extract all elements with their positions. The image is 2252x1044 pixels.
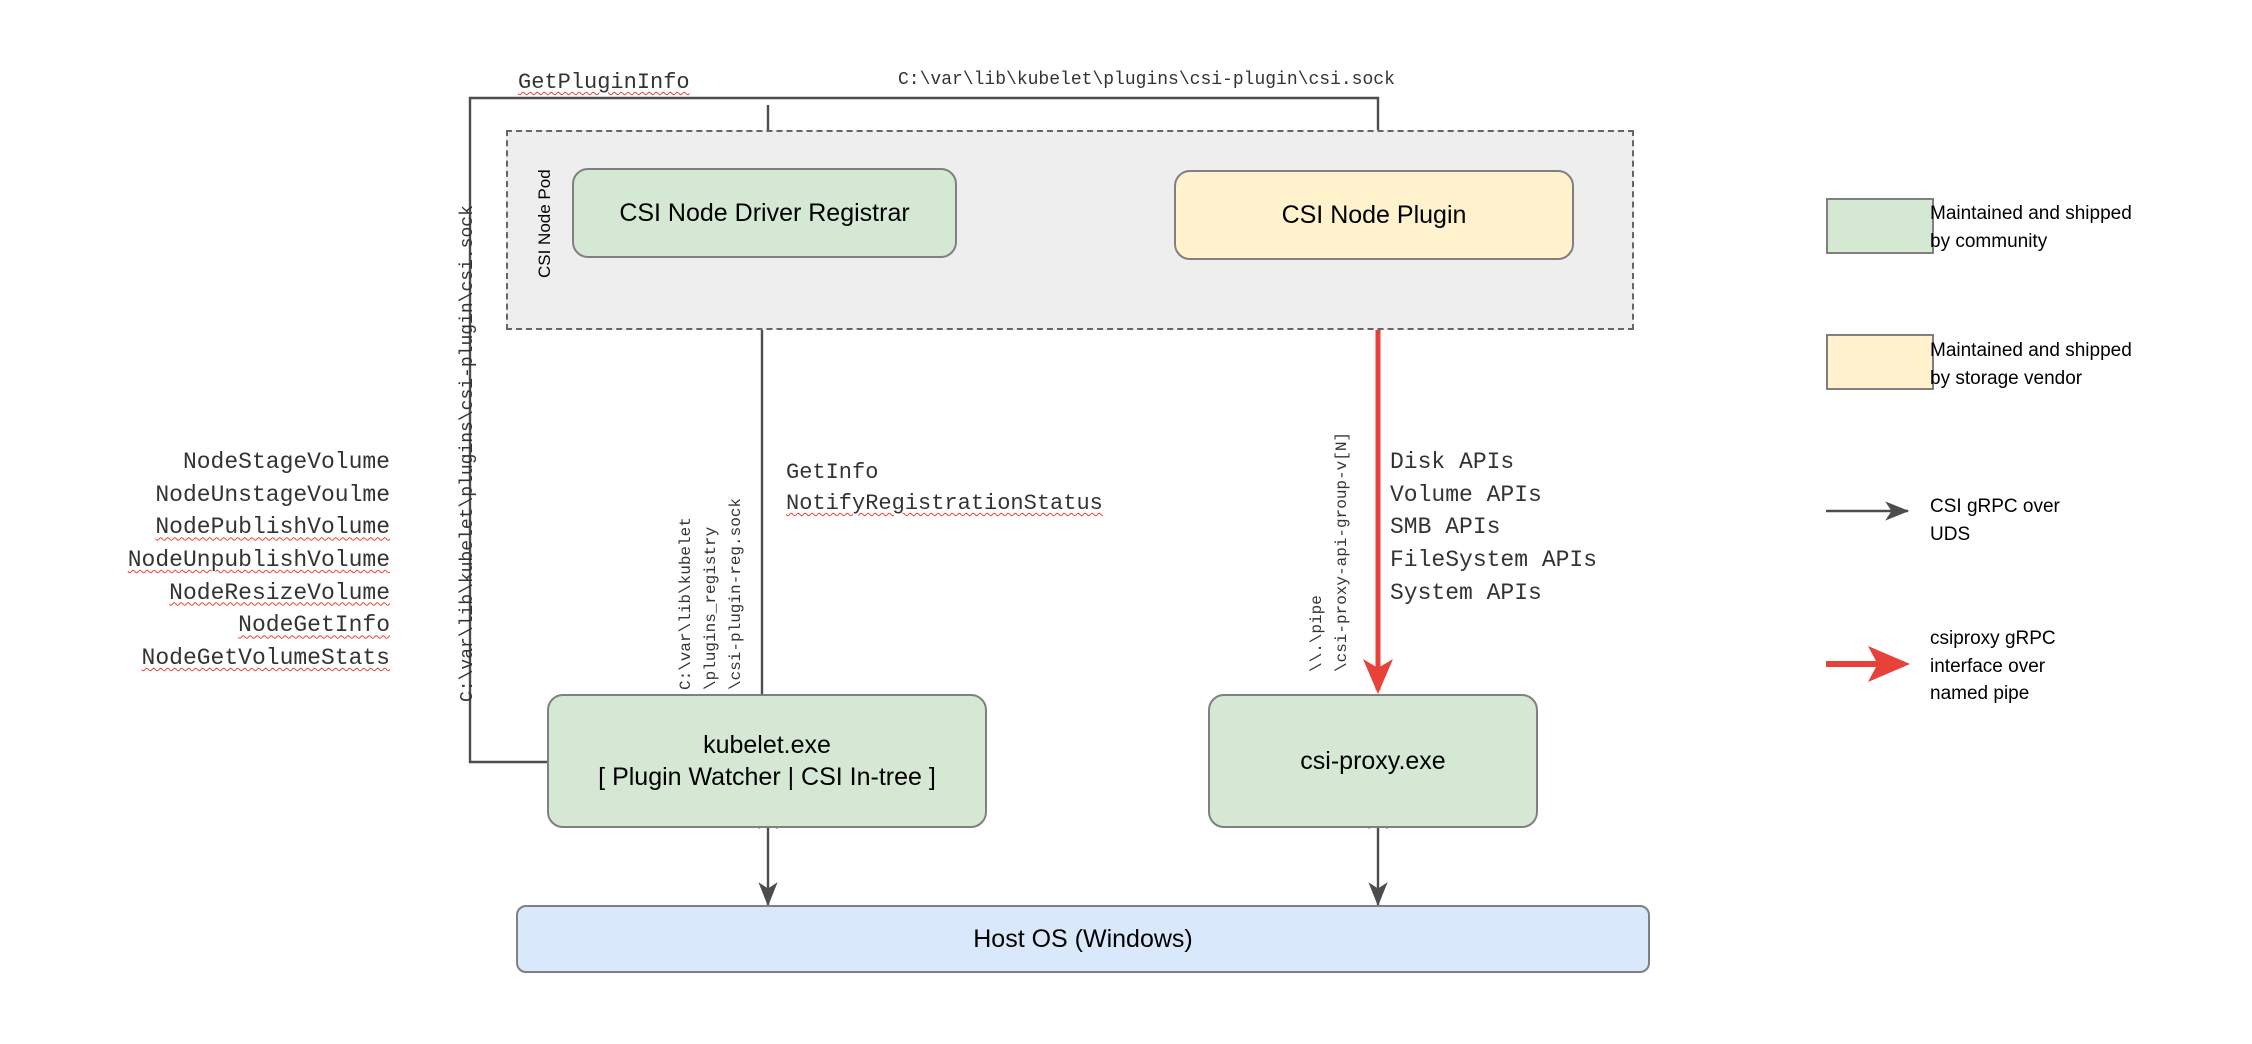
proxy-api-item: SMB APIs xyxy=(1390,514,1501,541)
node-api-label: NodeGetInfo xyxy=(238,612,390,639)
node-api-item: NodeGetVolumeStats xyxy=(100,642,390,675)
node-csi-proxy-exe[interactable]: csi-proxy.exe xyxy=(1208,694,1538,828)
node-api-label: NodeStageVolume xyxy=(182,449,390,475)
node-api-label: NodeUnstageVoulme xyxy=(155,481,390,508)
node-api-label: NodePublishVolume xyxy=(155,514,390,541)
annotation-notify-registration-status-text: NotifyRegistrationStatus xyxy=(786,491,1103,516)
node-api-item: NodePublishVolume xyxy=(100,511,390,544)
annotation-get-plugin-info: GetPluginInfo xyxy=(518,68,690,98)
csi-node-pod-label: CSI Node Pod xyxy=(535,169,554,278)
proxy-api-item: Volume APIs xyxy=(1390,481,1542,508)
node-api-item: NodeUnpublishVolume xyxy=(100,544,390,577)
annotation-registry-path-line-3: \csi-plugin-reg.sock xyxy=(727,497,745,690)
node-api-item: NodeStageVolume xyxy=(100,446,390,479)
legend-label-community: Maintained and shipped by community xyxy=(1930,203,2132,252)
node-csi-proxy-exe-label: csi-proxy.exe xyxy=(1300,746,1446,775)
legend-label-csi-grpc-uds: CSI gRPC over UDS xyxy=(1930,496,2060,545)
legend-swatch-storage-vendor xyxy=(1826,334,1934,390)
node-csi-node-driver-registrar[interactable]: CSI Node Driver Registrar xyxy=(572,168,957,258)
node-api-item: NodeUnstageVoulme xyxy=(100,479,390,512)
annotation-registry-path-line-1: C:\var\lib\kubelet xyxy=(677,517,695,690)
annotation-csi-sock-path-top: C:\var\lib\kubelet\plugins\csi-plugin\cs… xyxy=(898,70,1395,90)
node-kubelet-exe[interactable]: kubelet.exe [ Plugin Watcher | CSI In-tr… xyxy=(547,694,987,828)
node-csi-node-driver-registrar-label: CSI Node Driver Registrar xyxy=(619,198,910,227)
node-csi-node-plugin-label: CSI Node Plugin xyxy=(1281,200,1467,229)
node-api-list: NodeStageVolume NodeUnstageVoulme NodePu… xyxy=(100,446,390,675)
proxy-api-item: System APIs xyxy=(1390,579,1542,606)
node-api-label: NodeGetVolumeStats xyxy=(141,644,390,671)
annotation-named-pipe-line-2: \csi-proxy-api-group-v[N] xyxy=(1333,431,1351,672)
node-kubelet-exe-line1: kubelet.exe xyxy=(703,730,831,759)
legend-label-csiproxy-grpc-named-pipe: csiproxy gRPC interface over named pipe xyxy=(1930,628,2056,705)
annotation-csi-sock-path-vertical: C:\var\lib\kubelet\plugins\csi-plugin\cs… xyxy=(458,205,478,702)
node-host-os-label: Host OS (Windows) xyxy=(973,924,1193,953)
node-api-label: NodeResizeVolume xyxy=(169,579,390,606)
annotation-notify-registration-status: NotifyRegistrationStatus xyxy=(786,489,1103,519)
node-host-os[interactable]: Host OS (Windows) xyxy=(516,905,1650,973)
proxy-api-list: Disk APIs Volume APIs SMB APIs FileSyste… xyxy=(1390,446,1597,609)
annotation-get-info: GetInfo xyxy=(786,460,879,485)
node-kubelet-exe-line2: [ Plugin Watcher | CSI In-tree ] xyxy=(598,763,936,791)
node-api-item: NodeGetInfo xyxy=(100,609,390,642)
node-csi-node-plugin[interactable]: CSI Node Plugin xyxy=(1174,170,1574,260)
node-api-item: NodeResizeVolume xyxy=(100,577,390,610)
annotation-registry-path-line-2: \plugins_registry xyxy=(702,526,720,690)
proxy-api-item: Disk APIs xyxy=(1390,449,1515,475)
annotation-named-pipe-line-1: \\.\pipe xyxy=(1308,595,1326,672)
legend-label-storage-vendor: Maintained and shipped by storage vendor xyxy=(1930,340,2132,389)
legend-swatch-community xyxy=(1826,198,1934,254)
annotation-get-plugin-info-text: GetPluginInfo xyxy=(518,70,690,95)
proxy-api-item: FileSystem APIs xyxy=(1390,546,1598,573)
node-api-label: NodeUnpublishVolume xyxy=(127,546,390,573)
